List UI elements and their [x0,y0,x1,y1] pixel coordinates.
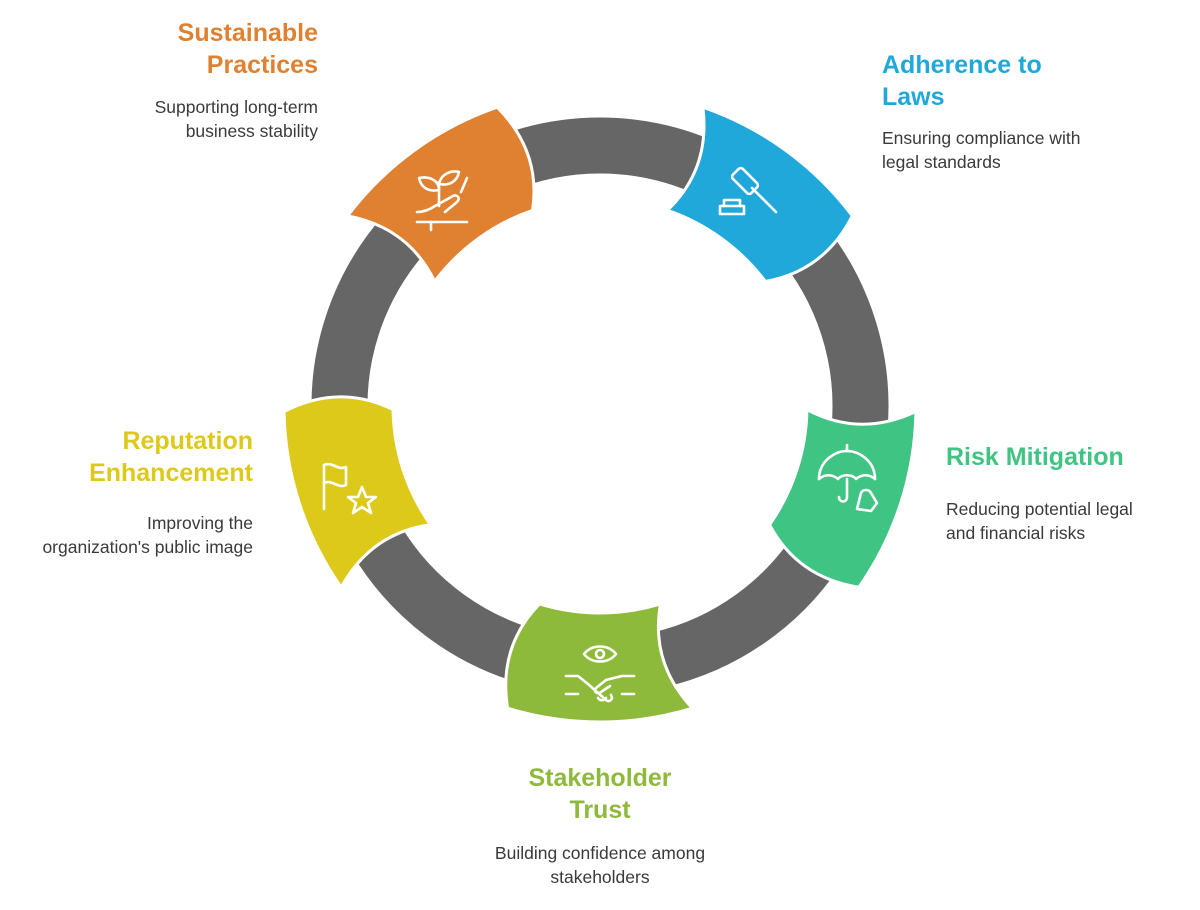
cycle-node-risk [767,407,918,589]
label-risk-mitigation: Risk Mitigation Reducing potential legal… [946,441,1166,545]
cycle-node-stakeholder [504,601,696,724]
plant-hand-icon [415,170,469,232]
label-description: Ensuring compliance with legal standards [882,128,1081,172]
cycle-node-sustainable [344,105,536,285]
label-title: Risk Mitigation [946,443,1124,471]
flag-star-icon [322,462,378,515]
label-description: Reducing potential legal and financial r… [946,499,1133,543]
label-description: Supporting long-term business stability [154,97,318,141]
umbrella-hand-icon [817,443,879,513]
cycle-node-reputation [282,395,434,591]
label-description: Building confidence among stakeholders [494,843,706,887]
label-description: Improving the organization's public imag… [42,513,253,557]
cycle-nodes [282,105,918,724]
handshake-eye-icon [564,645,636,703]
gavel-icon [718,166,778,216]
cycle-icons [322,166,879,703]
